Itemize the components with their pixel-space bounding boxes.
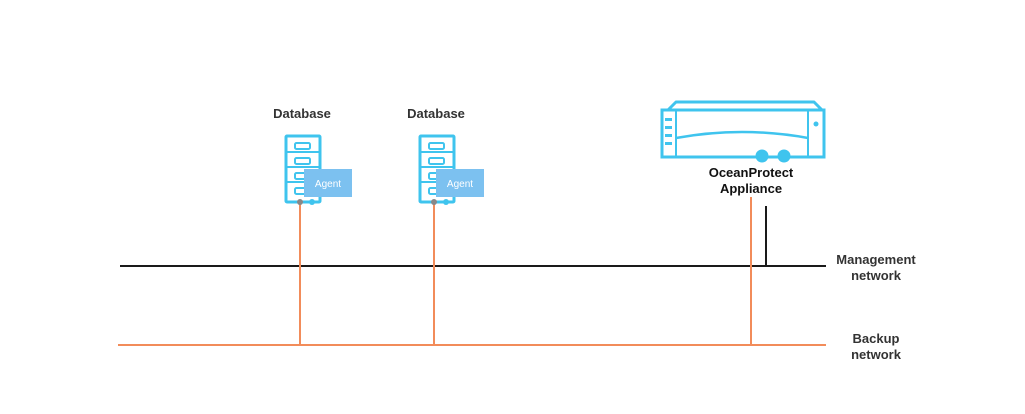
agent-label: Agent: [315, 179, 341, 190]
database-label: Database: [407, 106, 465, 121]
database-label: Database: [273, 106, 331, 121]
agent-box: [436, 169, 484, 197]
storage-appliance-icon: [660, 100, 826, 163]
appliance-label-line2: Appliance: [720, 181, 782, 196]
database-node-1: Database Agent: [273, 106, 352, 345]
backup-network-label-line2: network: [851, 347, 902, 362]
appliance-label-line1: OceanProtect: [709, 165, 794, 180]
agent-box: [304, 169, 352, 197]
appliance-node: OceanProtect Appliance: [660, 100, 826, 345]
agent-label: Agent: [447, 179, 473, 190]
connector-dot: [431, 199, 437, 205]
management-network-label-line1: Management: [836, 252, 916, 267]
backup-network-label-line1: Backup: [853, 331, 900, 346]
connector-dot: [297, 199, 303, 205]
database-node-2: Database Agent: [407, 106, 484, 345]
management-network-label-line2: network: [851, 268, 902, 283]
